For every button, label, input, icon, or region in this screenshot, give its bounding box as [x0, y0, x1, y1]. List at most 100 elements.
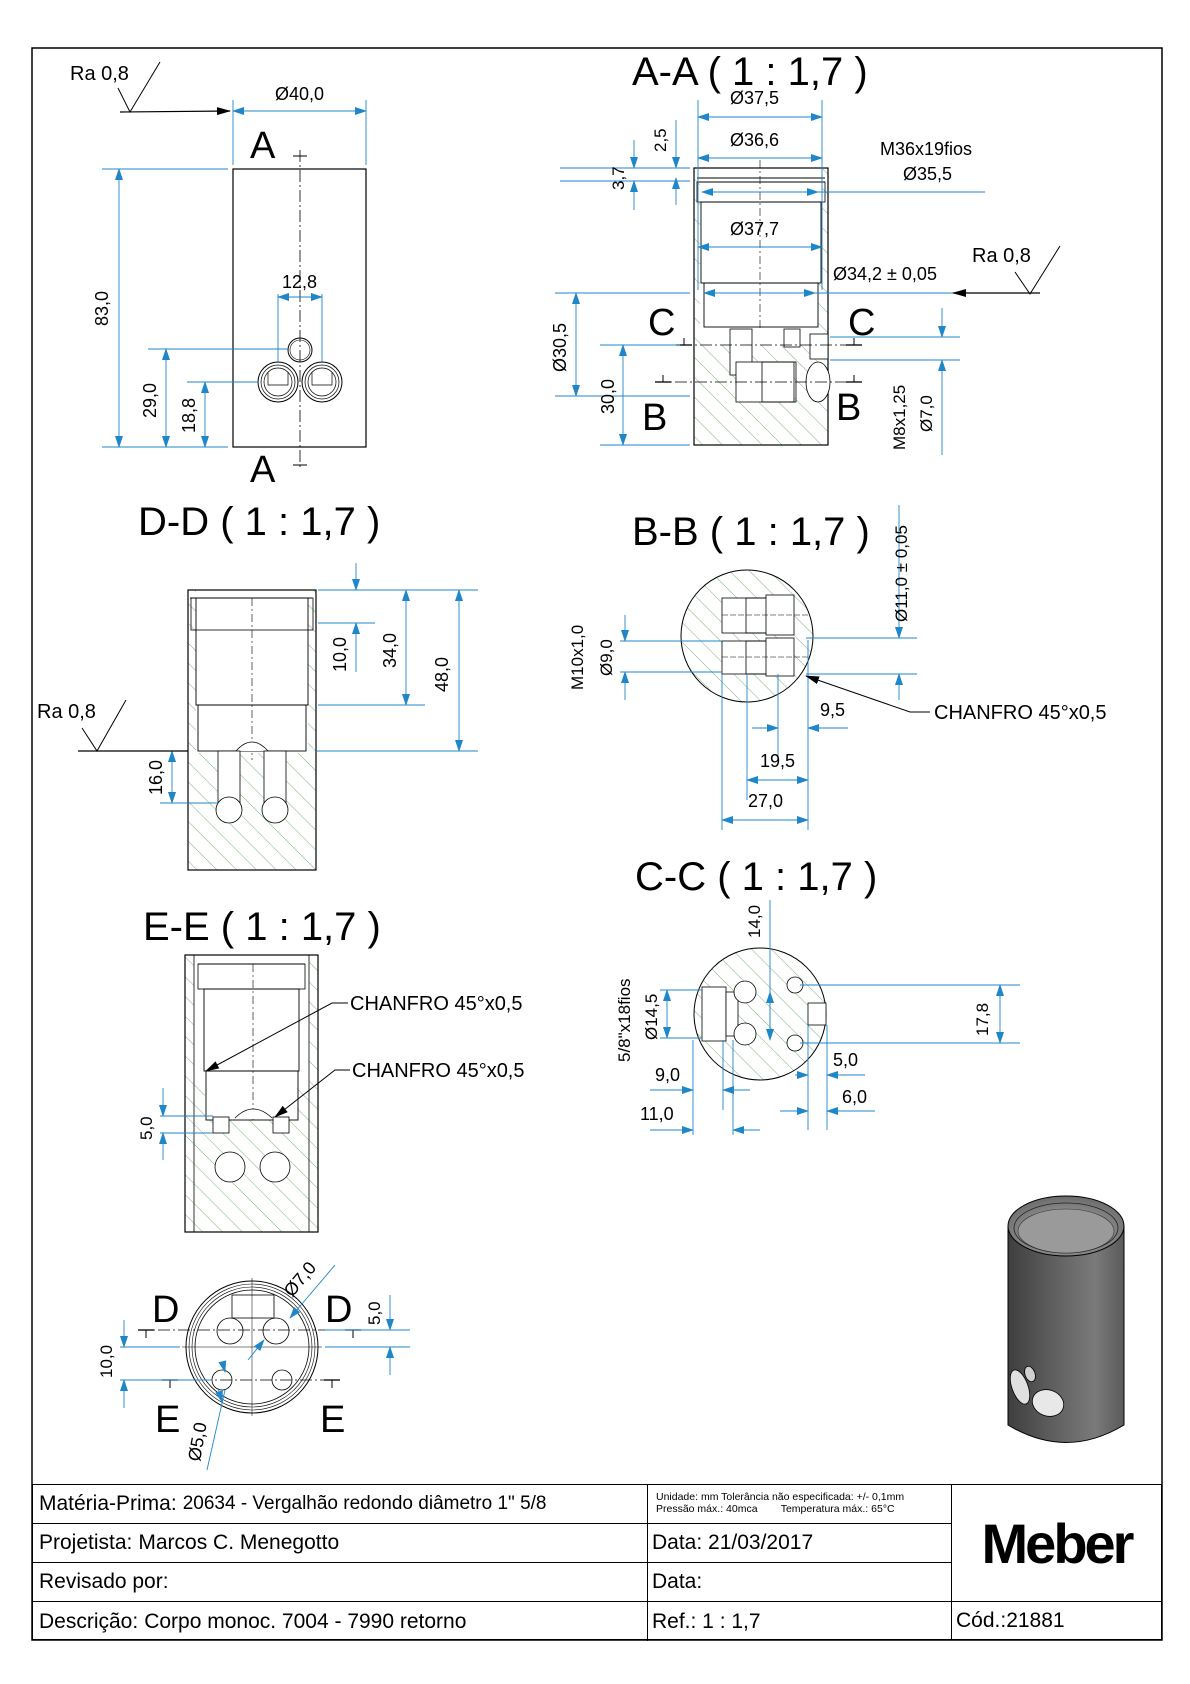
- dim-18-8: 18,8: [179, 398, 199, 433]
- svg-text:CHANFRO 45°x0,5: CHANFRO 45°x0,5: [352, 1060, 525, 1082]
- dim-cc-thread-5-8: 5/8"x18fios: [615, 978, 634, 1062]
- dim-bb-27: 27,0: [748, 791, 783, 811]
- dim-cc-6: 6,0: [842, 1087, 867, 1107]
- dim-cc-17-8: 17,8: [973, 1003, 992, 1036]
- dim-aa-35-5: Ø35,5: [903, 164, 952, 184]
- section-mark-d-right: D: [325, 1289, 352, 1331]
- section-mark-c-right: C: [848, 302, 875, 344]
- dim-bb-19-5: 19,5: [760, 751, 795, 771]
- surface-finish-symbol-2: Ra 0,8: [952, 245, 1061, 297]
- projetista-value: Marcos C. Menegotto: [138, 1531, 340, 1554]
- dim-dd-48: 48,0: [432, 657, 452, 692]
- isometric-part-render: [1007, 1195, 1125, 1443]
- materia-prima-value: 20634 - Vergalhão redondo diâmetro 1" 5/…: [182, 1493, 547, 1514]
- svg-text:Ra 0,8: Ra 0,8: [972, 245, 1031, 267]
- dim-aa-30-5: Ø30,5: [550, 323, 570, 372]
- materia-prima-label: Matéria-Prima:: [39, 1492, 177, 1515]
- dim-bb-9: Ø9,0: [597, 639, 616, 676]
- dim-aa-thread-m36: M36x19fios: [880, 139, 972, 159]
- dim-aa-37-5: Ø37,5: [730, 88, 779, 108]
- section-bb-view: [680, 569, 814, 703]
- dim-bb-11: Ø11,0 ± 0,05: [892, 525, 911, 622]
- dim-bb-thread-m10: M10x1,0: [568, 625, 587, 690]
- title-block: Matéria-Prima: 20634 - Vergalhão redondo…: [32, 1484, 1162, 1641]
- dim-top-5: 5,0: [365, 1301, 384, 1325]
- chamfer-callout-ee-2: CHANFRO 45°x0,5: [274, 1060, 525, 1118]
- company-logo: Meber: [951, 1485, 1161, 1602]
- section-mark-b-left: B: [642, 397, 667, 439]
- surface-finish-symbol-3: Ra 0,8: [37, 699, 188, 752]
- section-dd-view: [187, 589, 317, 871]
- dim-aa-thread-m8: M8x1,25: [890, 385, 909, 450]
- svg-text:Ra 0,8: Ra 0,8: [70, 63, 129, 85]
- projetista-label: Projetista:: [39, 1531, 133, 1554]
- section-mark-d-left: D: [152, 1289, 179, 1331]
- section-ee-view: [184, 954, 319, 1233]
- section-bb-dimensions: [620, 505, 917, 830]
- svg-text:CHANFRO 45°x0,5: CHANFRO 45°x0,5: [934, 702, 1107, 724]
- dim-ee-5: 5,0: [137, 1116, 156, 1140]
- section-mark-e-right: E: [320, 1399, 345, 1441]
- dim-12-8: 12,8: [282, 272, 317, 292]
- chamfer-callout-bb: CHANFRO 45°x0,5: [805, 675, 1107, 724]
- materia-prima-row: Matéria-Prima: 20634 - Vergalhão redondo…: [33, 1485, 647, 1524]
- dim-aa-30: 30,0: [598, 379, 618, 414]
- dim-diameter-40: Ø40,0: [275, 84, 324, 104]
- dim-top-10: 10,0: [97, 1345, 116, 1378]
- ref-scale-cell: Ref.: 1 : 1,7: [647, 1602, 951, 1641]
- dim-aa-34-2: Ø34,2 ± 0,05: [833, 264, 937, 284]
- front-view-dimensions: [102, 100, 367, 448]
- dim-dd-16: 16,0: [146, 760, 166, 795]
- dim-aa-3-7: 3,7: [609, 166, 628, 190]
- dim-cc-5: 5,0: [833, 1050, 858, 1070]
- chamfer-callout-ee-1: CHANFRO 45°x0,5: [205, 993, 523, 1072]
- section-ee-title: E-E ( 1 : 1,7 ): [143, 905, 381, 949]
- dim-dd-10: 10,0: [330, 637, 350, 672]
- dim-cc-11: 11,0: [640, 1104, 674, 1124]
- section-ee-dimensions: [159, 1088, 213, 1160]
- dim-bb-9-5: 9,5: [820, 700, 845, 720]
- section-cc-dimensions: [650, 900, 1020, 1135]
- data-review-cell: Data:: [647, 1563, 951, 1602]
- notes-units-tolerance: Unidade: mm Tolerância não especificada:…: [656, 1491, 905, 1503]
- section-mark-a-top: A: [250, 125, 276, 167]
- section-aa-title: A-A ( 1 : 1,7 ): [632, 50, 868, 94]
- svg-text:CHANFRO 45°x0,5: CHANFRO 45°x0,5: [350, 993, 523, 1015]
- dim-cc-14-5: Ø14,5: [642, 994, 661, 1040]
- dim-aa-7: Ø7,0: [917, 395, 936, 432]
- sheet-border: [31, 47, 1163, 1641]
- top-view-dimensions: [120, 1264, 410, 1471]
- projetista-row: Projetista: Marcos C. Menegotto: [33, 1524, 647, 1563]
- section-dd-dimensions: [160, 563, 478, 804]
- section-bb-title: B-B ( 1 : 1,7 ): [632, 510, 870, 554]
- revisado-label: Revisado por:: [39, 1570, 169, 1593]
- section-mark-e-left: E: [155, 1399, 180, 1441]
- dim-cc-9: 9,0: [655, 1065, 680, 1085]
- section-mark-a-bottom: A: [250, 449, 276, 491]
- surface-finish-symbol-1: Ra 0,8: [70, 61, 231, 116]
- dim-29: 29,0: [140, 383, 160, 418]
- part-code-cell: Cód.:21881: [951, 1602, 1161, 1639]
- section-dd-title: D-D ( 1 : 1,7 ): [138, 500, 380, 544]
- dim-dd-34: 34,0: [380, 633, 400, 668]
- dim-height-83: 83,0: [92, 291, 112, 326]
- revisado-row: Revisado por:: [33, 1563, 647, 1602]
- descricao-row: Descrição: Corpo monoc. 7004 - 7990 reto…: [33, 1602, 647, 1641]
- dim-aa-36-6: Ø36,6: [730, 130, 779, 150]
- section-mark-b-right: B: [836, 387, 861, 429]
- section-cc-view: [693, 947, 827, 1081]
- descricao-value: Corpo monoc. 7004 - 7990 retorno: [144, 1609, 467, 1633]
- front-view: A A: [232, 125, 367, 491]
- dim-aa-2-5: 2,5: [651, 128, 670, 152]
- dim-top-5-diameter: Ø5,0: [184, 1421, 210, 1463]
- dim-cc-14: 14,0: [745, 905, 764, 938]
- section-aa-view: [655, 160, 862, 446]
- data-cell: Data: 21/03/2017: [647, 1524, 951, 1563]
- descricao-label: Descrição:: [39, 1609, 139, 1633]
- svg-text:Ra 0,8: Ra 0,8: [37, 701, 96, 723]
- section-cc-title: C-C ( 1 : 1,7 ): [635, 855, 877, 899]
- section-aa-dimensions: [555, 100, 985, 455]
- dim-aa-37-7: Ø37,7: [730, 219, 779, 239]
- notes-cell: Unidade: mm Tolerância não especificada:…: [647, 1485, 951, 1524]
